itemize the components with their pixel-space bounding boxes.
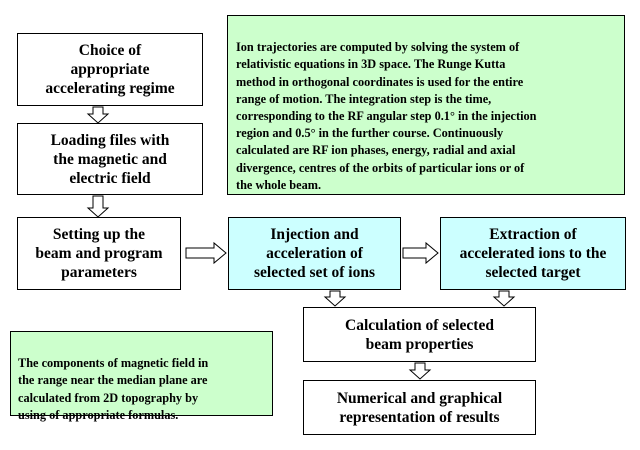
loading-files-label: Loading files with the magnetic and elec… bbox=[50, 131, 170, 187]
setting-up-label: Setting up the beam and program paramete… bbox=[35, 226, 163, 281]
down-arrow-icon bbox=[86, 195, 110, 218]
calculation-label: Calculation of selected beam properties bbox=[345, 316, 494, 353]
right-arrow-icon bbox=[402, 241, 439, 265]
extraction-label: Extraction of accelerated ions to the se… bbox=[459, 226, 607, 281]
extraction-box: Extraction of accelerated ions to the se… bbox=[440, 217, 626, 290]
down-arrow-icon bbox=[408, 362, 432, 380]
trajectories-note-text: Ion trajectories are computed by solving… bbox=[236, 40, 537, 192]
magnetic-field-note: The components of magnetic field in the … bbox=[10, 331, 273, 422]
trajectories-note: Ion trajectories are computed by solving… bbox=[227, 15, 625, 195]
setting-up-box: Setting up the beam and program paramete… bbox=[17, 217, 181, 290]
representation-box: Numerical and graphical representation o… bbox=[303, 380, 536, 435]
magnetic-field-note-text: The components of magnetic field in the … bbox=[18, 356, 209, 422]
down-arrow-icon bbox=[323, 290, 347, 307]
injection-label: Injection and acceleration of selected s… bbox=[254, 226, 375, 281]
choice-regime-label: Choice of appropriate accelerating regim… bbox=[45, 42, 175, 97]
down-arrow-icon bbox=[86, 106, 110, 124]
choice-regime-box: Choice of appropriate accelerating regim… bbox=[17, 33, 203, 106]
representation-label: Numerical and graphical representation o… bbox=[336, 389, 503, 426]
calculation-box: Calculation of selected beam properties bbox=[303, 307, 536, 362]
right-arrow-icon bbox=[185, 241, 227, 265]
injection-box: Injection and acceleration of selected s… bbox=[228, 217, 401, 290]
down-arrow-icon bbox=[492, 290, 516, 307]
loading-files-box: Loading files with the magnetic and elec… bbox=[17, 123, 203, 195]
